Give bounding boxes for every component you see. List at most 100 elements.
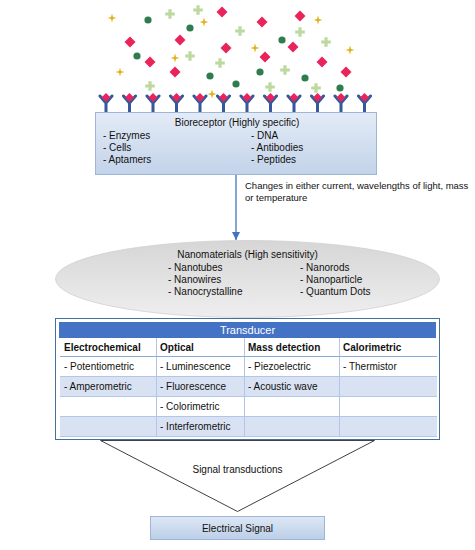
node-text: - Piezoelectric (248, 361, 338, 373)
node-text: - Nanocrystalline (168, 286, 293, 298)
molecule-cross (295, 27, 305, 37)
molecule-star (108, 14, 117, 23)
antigen-diamond (175, 35, 186, 46)
receptor-symbol (359, 93, 371, 113)
molecule-cross (145, 81, 155, 91)
column-rule (156, 338, 157, 437)
receptor-symbol (194, 93, 206, 113)
receptor-symbol (171, 93, 183, 113)
triangle-shape (101, 441, 375, 512)
node-text: - Nanorods (300, 262, 425, 274)
receptor-symbol (265, 93, 277, 113)
molecule-cross (235, 26, 245, 36)
header-rule (60, 356, 437, 357)
edge-label: Changes in either current, wavelengths o… (245, 180, 473, 204)
node-text: - Enzymes (103, 130, 228, 142)
table-title: Transducer (59, 322, 436, 338)
antigen-diamond (170, 67, 181, 78)
receptor-symbol (218, 93, 230, 113)
molecule-cross (321, 37, 331, 47)
receptor-symbol (241, 93, 253, 113)
antigen-diamond (257, 17, 268, 28)
molecule-circle (206, 72, 213, 79)
node-text: - Amperometric (64, 381, 155, 393)
node-text: - Colorimetric (160, 401, 243, 413)
receptor-symbol (288, 93, 300, 113)
node-text: Electrochemical (64, 342, 155, 354)
molecule-star (208, 90, 217, 99)
receptor-symbol (335, 93, 347, 113)
molecule-star (314, 16, 323, 25)
antigen-diamond (145, 57, 156, 68)
molecule-circle (336, 84, 343, 91)
ellipse-shape (56, 241, 440, 318)
node-text: - DNA (251, 130, 376, 142)
column-rule (339, 338, 340, 437)
molecule-cross (165, 9, 175, 19)
molecule-cross (193, 5, 203, 15)
receptor-symbol (312, 93, 324, 113)
node-text: Calorimetric (343, 342, 436, 354)
molecule-star (116, 68, 125, 77)
output-box: Electrical Signal (150, 516, 325, 540)
antigen-diamond (288, 42, 299, 53)
molecule-cross (215, 58, 225, 68)
bioreceptor-box: Bioreceptor (Highly specific)- Enzymes- … (95, 112, 377, 175)
antigen-diamond (217, 7, 228, 18)
molecule-star (251, 44, 260, 53)
molecule-circle (186, 24, 193, 31)
molecule-star (171, 54, 180, 63)
molecule-circle (256, 68, 263, 75)
antigen-diamond (295, 11, 306, 22)
molecule-circle (301, 74, 308, 81)
arrow-outline (100, 440, 375, 512)
node-text: - Nanoparticle (300, 274, 425, 286)
node-text: - Cells (103, 142, 228, 154)
transducer-table: TransducerElectrochemical Optical Mass det… (55, 318, 440, 440)
transduction-arrow: Signal transductions (100, 440, 375, 512)
arrow-text: Signal transductions (100, 464, 375, 476)
molecule-circle (133, 52, 140, 59)
ellipse-heading: Nanomaterials (High sensitivity) (55, 249, 440, 261)
node-text: - Luminescence (160, 361, 243, 373)
molecule-star (346, 46, 355, 55)
analyte-illustration (0, 0, 475, 114)
receptor-symbol (147, 93, 159, 113)
receptor-symbol (124, 93, 136, 113)
node-text: - Nanowires (168, 274, 293, 286)
antigen-diamond (260, 52, 271, 63)
output-text: Electrical Signal (151, 523, 324, 535)
nanomaterial-ellipse: Nanomaterials (High sensitivity)- Nanotu… (55, 240, 440, 318)
molecule-circle (144, 16, 151, 23)
box-heading: Bioreceptor (Highly specific) (96, 117, 378, 129)
flow-arrow (235, 175, 236, 240)
node-text: - Fluorescence (160, 381, 243, 393)
node-text: - Thermistor (343, 361, 436, 373)
molecule-cross (311, 83, 321, 93)
antigen-diamond (221, 43, 232, 54)
node-text: - Interferometric (160, 421, 243, 433)
node-text: - Potentiometric (64, 361, 155, 373)
node-text: - Nanotubes (168, 262, 293, 274)
molecule-circle (232, 80, 239, 87)
molecule-cross (185, 51, 195, 61)
receptor-symbol (100, 93, 112, 113)
column-rule (244, 338, 245, 437)
node-text: - Aptamers (103, 154, 228, 166)
node-text: Mass detection (248, 342, 338, 354)
molecule-cross (265, 82, 275, 92)
table-row (60, 417, 437, 437)
antigen-diamond (317, 57, 328, 68)
antigen-diamond (125, 37, 136, 48)
node-text: Optical (160, 342, 243, 354)
molecule-cross (280, 65, 290, 75)
node-text: - Antibodies (251, 142, 376, 154)
node-text: - Acoustic wave (248, 381, 338, 393)
antigen-diamond (341, 67, 352, 78)
molecule-star (200, 18, 209, 27)
table-row (60, 397, 437, 417)
node-text: - Quantum Dots (300, 286, 425, 298)
node-text: - Peptides (251, 154, 376, 166)
molecule-circle (278, 36, 285, 43)
